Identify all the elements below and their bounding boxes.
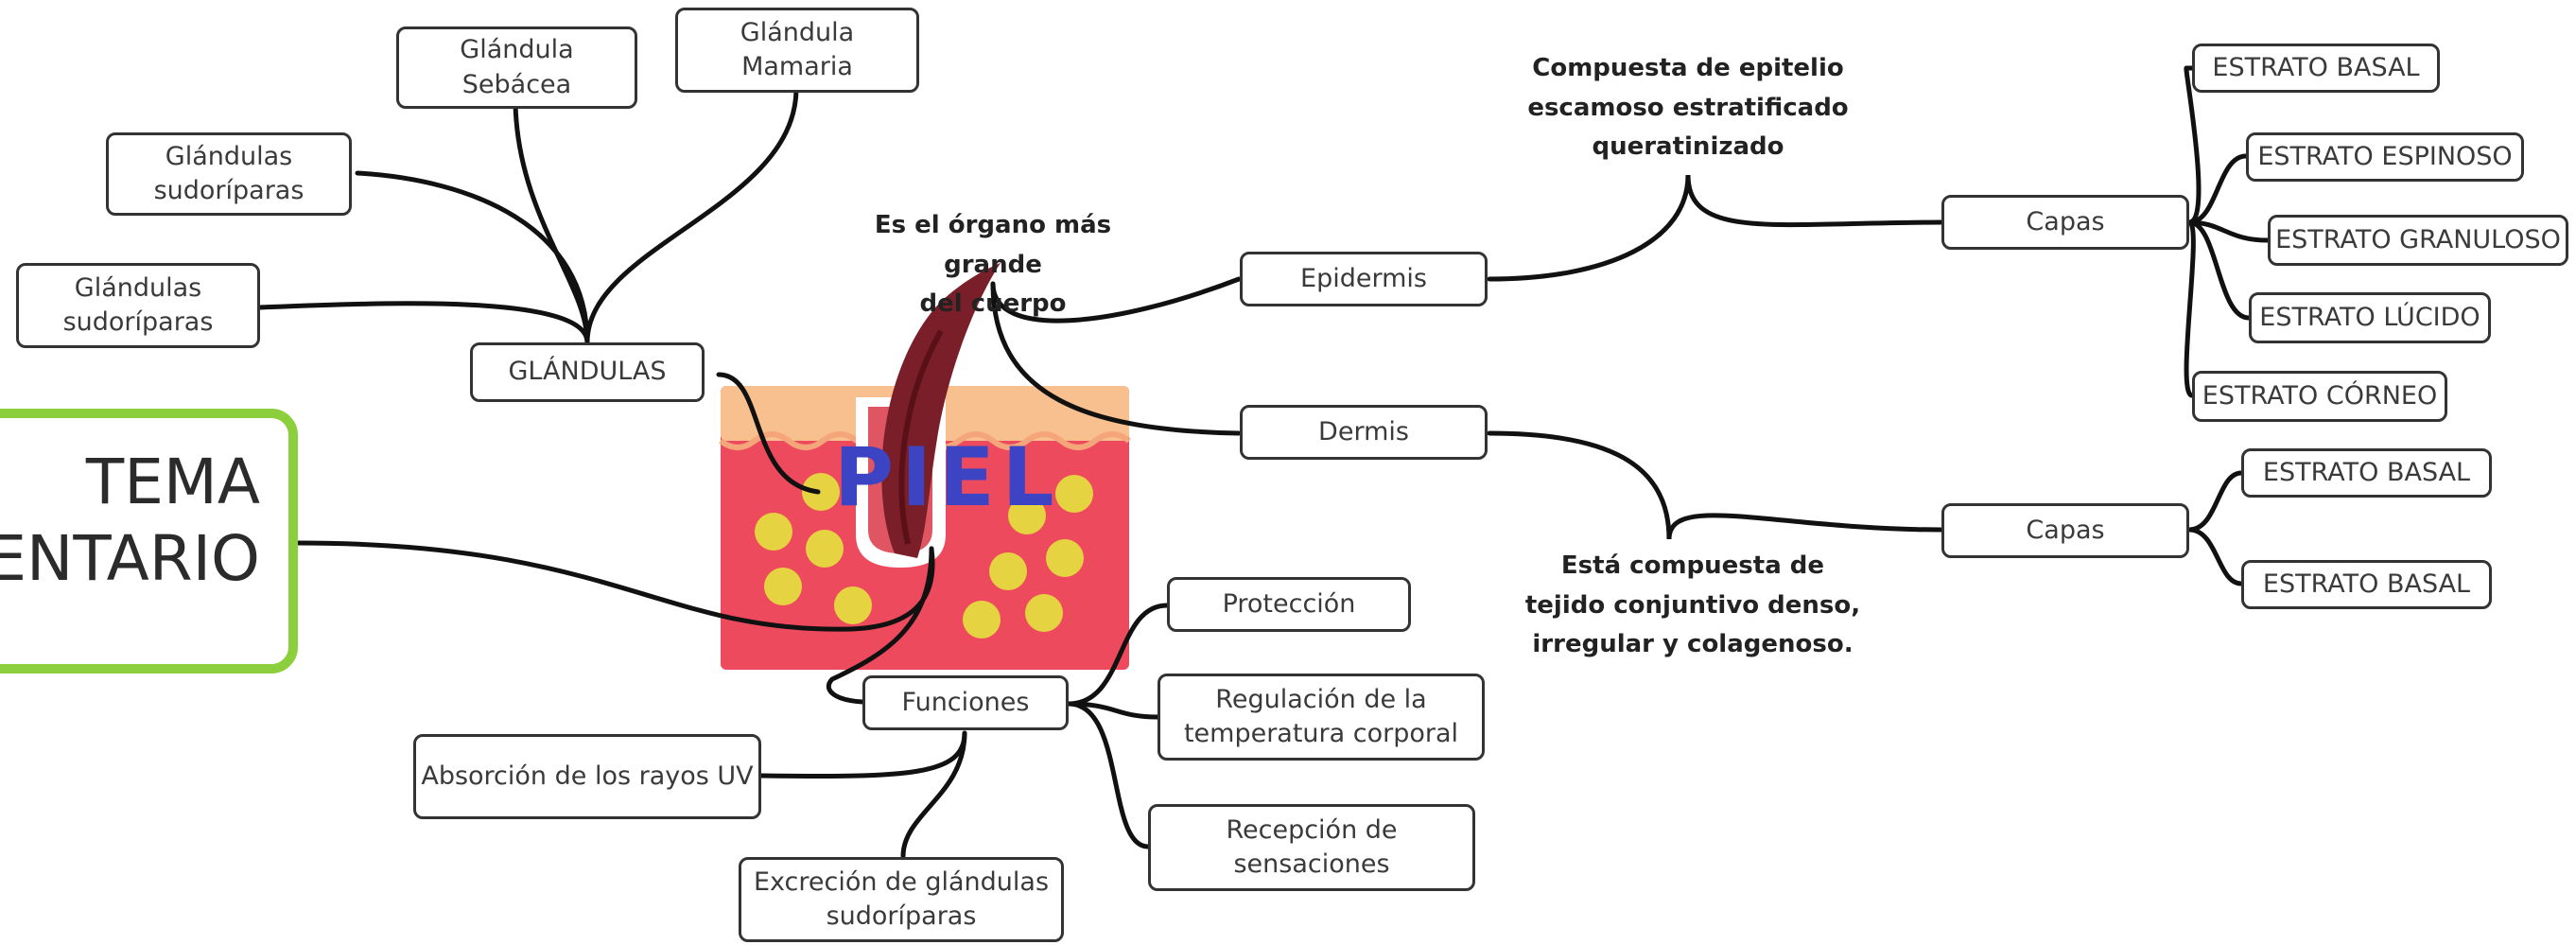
dermis-note: Está compuesta de tejido conjuntivo dens…: [1524, 551, 1861, 659]
epidermis-capa-corneo: ESTRATO CÓRNEO: [2192, 371, 2447, 422]
gland-dots: [755, 473, 1093, 639]
dermis-node: Dermis: [1240, 405, 1488, 460]
connectors: [257, 65, 2271, 859]
glandula-mamaria-node: Glándula Mamaria: [675, 8, 919, 93]
dermis-capa-basal-2: ESTRATO BASAL: [2241, 560, 2492, 609]
epidermis-capa-basal: ESTRATO BASAL: [2192, 44, 2440, 93]
dermis-capa-basal-1: ESTRATO BASAL: [2241, 448, 2492, 498]
glandulas-sudoriparas-node-1: Glándulas sudoríparas: [106, 132, 352, 216]
epidermis-note: Compuesta de epitelio escamoso estratifi…: [1527, 54, 1849, 162]
funcion-regulacion-temperatura: Regulación de la temperatura corporal: [1157, 674, 1485, 761]
epidermis-capa-granuloso: ESTRATO GRANULOSO: [2268, 215, 2568, 266]
epidermis-node: Epidermis: [1240, 252, 1488, 306]
funciones-node: Funciones: [862, 675, 1069, 730]
central-description: Es el órgano más grande del cuerpo: [874, 211, 1112, 319]
glandulas-node: GLÁNDULAS: [470, 342, 705, 402]
glandula-sebacea-node: Glándula Sebácea: [396, 26, 637, 109]
funcion-excrecion-glandulas: Excreción de glándulas sudoríparas: [739, 857, 1064, 942]
piel-title: PIEL: [834, 430, 1062, 525]
funcion-recepcion-sensaciones: Recepción de sensaciones: [1148, 804, 1475, 891]
glandulas-sudoriparas-node-2: Glándulas sudoríparas: [16, 263, 260, 348]
funcion-absorcion-rayos-uv: Absorción de los rayos UV: [413, 734, 761, 819]
epidermis-capa-espinoso: ESTRATO ESPINOSO: [2246, 132, 2524, 182]
dermis-capas-node: Capas: [1941, 503, 2189, 558]
main-concept-box: TEMA ENTARIO: [0, 409, 298, 674]
funcion-proteccion: Protección: [1167, 577, 1411, 632]
epidermis-capa-lucido: ESTRATO LÚCIDO: [2249, 292, 2491, 343]
epidermis-capas-node: Capas: [1941, 195, 2189, 250]
skin-illustration: [719, 263, 1131, 670]
